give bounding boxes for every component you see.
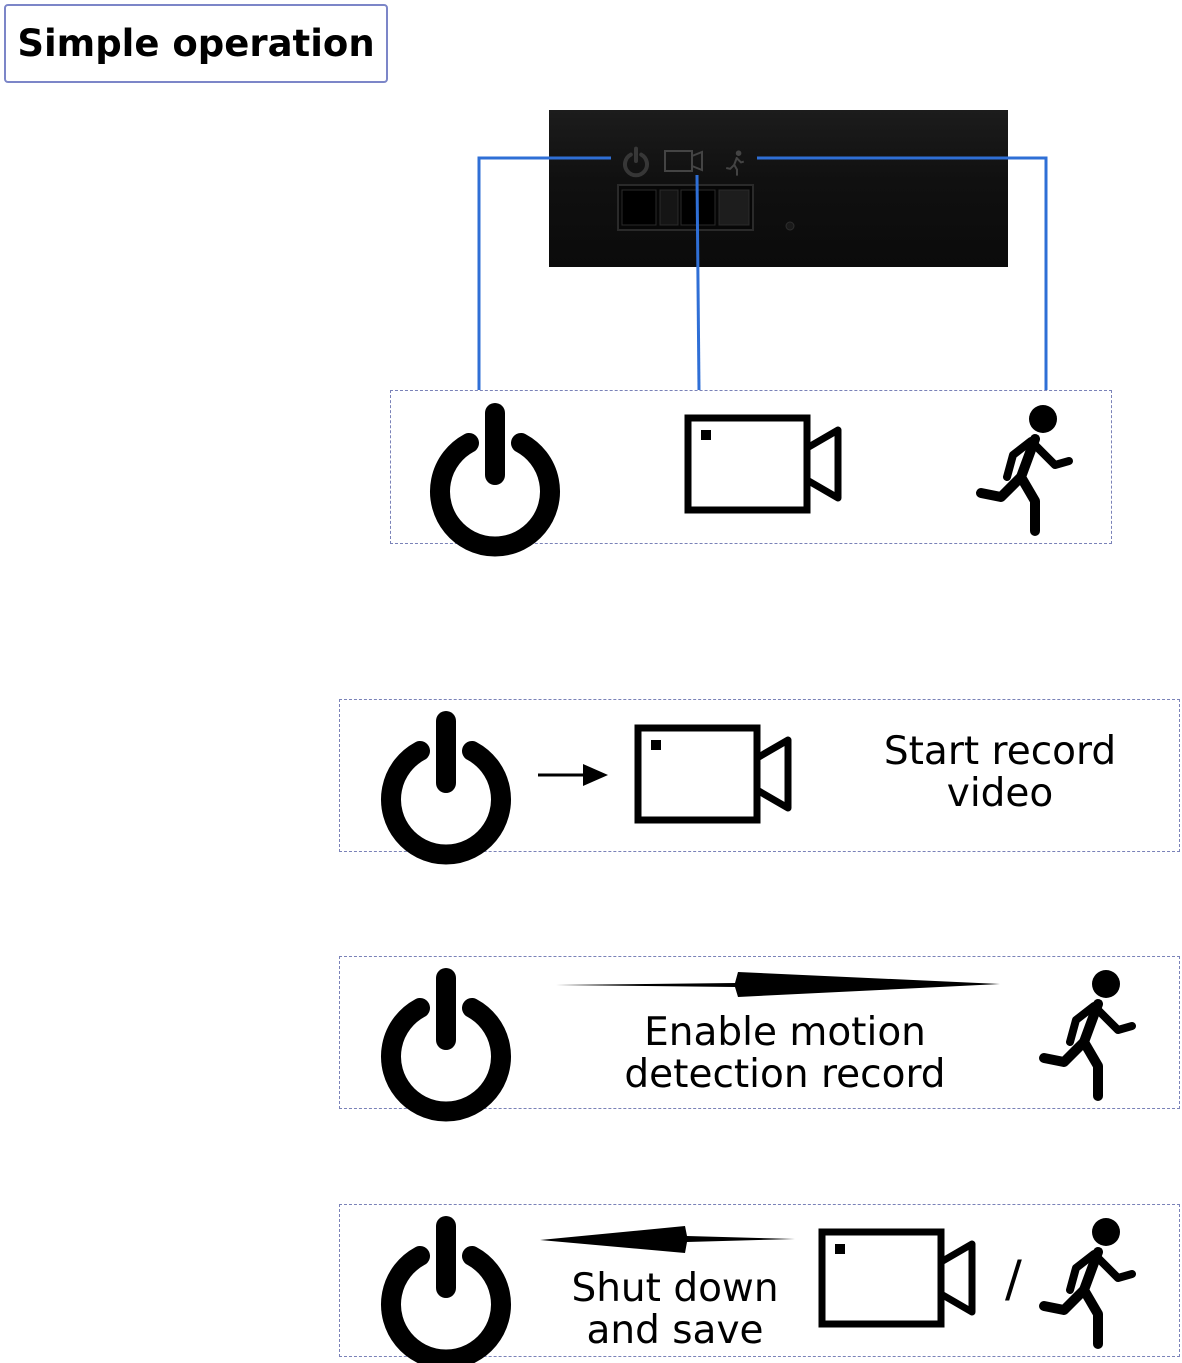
arrow-right-icon [538,764,608,786]
arrow-right-icon [556,972,1000,997]
title-box: Simple operation [4,4,388,83]
device-controls [617,146,795,231]
power-icon [391,721,501,854]
video-camera-icon [822,1232,972,1324]
power-icon [440,413,550,546]
video-camera-icon [688,418,838,510]
row-2-caption: Enable motion detection record [624,1010,946,1097]
row-1-caption: Start record video [883,729,1117,816]
video-camera-icon [638,728,788,820]
power-icon [391,978,501,1111]
connector-lines [477,156,1048,391]
mode-row-shut-down [339,1204,1180,1357]
running-person-icon [1044,1218,1132,1344]
running-person-icon [981,405,1069,531]
row-3-caption: Shut down and save [571,1266,779,1353]
arrow-left-icon [540,1226,795,1253]
page-title: Simple operation [17,22,375,65]
running-person-icon [1044,970,1132,1096]
power-icon [391,1226,501,1359]
or-separator: / [1005,1250,1022,1308]
